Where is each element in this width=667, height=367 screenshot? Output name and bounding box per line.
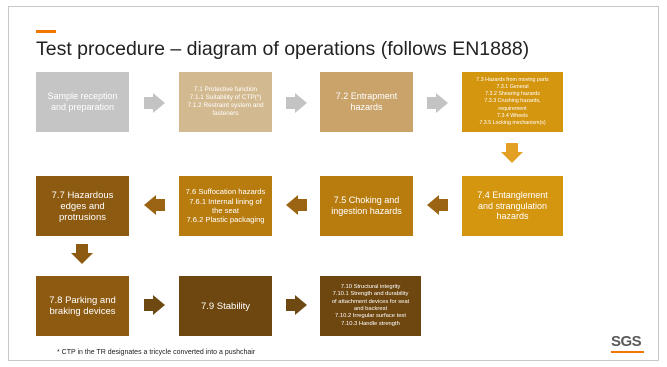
- box-line: 7.10.1 Strength and durability: [332, 291, 409, 298]
- box-line: 7.1 Protective function: [193, 86, 258, 93]
- box-line: 7.6.2 Plastic packaging: [186, 215, 265, 225]
- box-line: 7.3.2 Shearing hazards: [485, 91, 540, 98]
- box-line: and backrest: [353, 306, 388, 312]
- box-line: 7.9 Stability: [200, 300, 251, 312]
- box-line: 7.3.5 Locking mechanism(s): [479, 120, 546, 126]
- sgs-logo: SGS: [611, 333, 642, 350]
- box-line: fasteners: [212, 110, 239, 117]
- box-line: 7.4 Entanglement: [477, 190, 548, 201]
- box-line: 7.10.3 Handle strength: [341, 320, 400, 327]
- box-line: 7.3.4 Wheels: [497, 112, 528, 119]
- box-line: the seat: [211, 206, 240, 215]
- box-line: 7.10.2 Irregular surface test: [335, 313, 406, 320]
- box-sample-reception: Sample reception and preparation: [36, 72, 129, 132]
- box-line: Sample reception: [47, 91, 118, 101]
- box-line: and preparation: [50, 102, 115, 112]
- box-line: edges and: [60, 200, 105, 212]
- box-choking-ingestion: 7.5 Choking and ingestion hazards: [320, 176, 413, 236]
- box-line: protrusions: [59, 211, 106, 223]
- box-line: 7.1.2 Restraint system and: [187, 102, 264, 109]
- box-line: 7.6.1 Internal lining of: [189, 196, 262, 206]
- footnote: * CTP in the TR designates a tricycle co…: [57, 349, 256, 356]
- box-line: 7.1.1 Suitability of CTP(*): [189, 94, 262, 101]
- box-line: 7.6 Suffocation hazards: [185, 187, 266, 197]
- box-line: 7.3.3 Crushing hazards,: [484, 98, 541, 105]
- box-line: braking devices: [49, 306, 116, 317]
- box-line: of attachment devices for seat: [331, 298, 410, 305]
- logo-accent-bar: [611, 351, 644, 353]
- box-line: 7.7 Hazardous: [51, 189, 114, 201]
- title-accent-bar: [36, 30, 56, 33]
- box-line: ingestion hazards: [331, 206, 402, 216]
- box-line: hazards: [350, 102, 383, 112]
- box-structural-integrity: 7.10 Structural integrity 7.10.1 Strengt…: [320, 276, 421, 336]
- box-entrapment-hazards: 7.2 Entrapment hazards: [320, 72, 413, 132]
- box-line: 7.10 Structural integrity: [340, 283, 401, 290]
- box-line: and strangulation: [477, 200, 548, 211]
- box-line: hazards: [496, 211, 529, 222]
- box-line: 7.3 Hazards from moving parts: [476, 76, 549, 83]
- box-moving-parts: 7.3 Hazards from moving parts 7.3.1 Gene…: [462, 72, 563, 132]
- box-protective-function: 7.1 Protective function 7.1.1 Suitabilit…: [179, 72, 272, 132]
- box-line: requirement: [498, 105, 527, 112]
- box-line: 7.2 Entrapment: [335, 91, 398, 101]
- box-parking-braking: 7.8 Parking and braking devices: [36, 276, 129, 336]
- box-entanglement: 7.4 Entanglement and strangulation hazar…: [462, 176, 563, 236]
- box-suffocation: 7.6 Suffocation hazards 7.6.1 Internal l…: [179, 176, 272, 236]
- box-hazardous-edges: 7.7 Hazardous edges and protrusions: [36, 176, 129, 236]
- box-line: 7.8 Parking and: [49, 295, 116, 306]
- box-line: 7.5 Choking and: [333, 195, 400, 205]
- box-stability: 7.9 Stability: [179, 276, 272, 336]
- slide-title: Test procedure – diagram of operations (…: [36, 38, 530, 60]
- box-line: 7.3.1 General: [496, 83, 529, 90]
